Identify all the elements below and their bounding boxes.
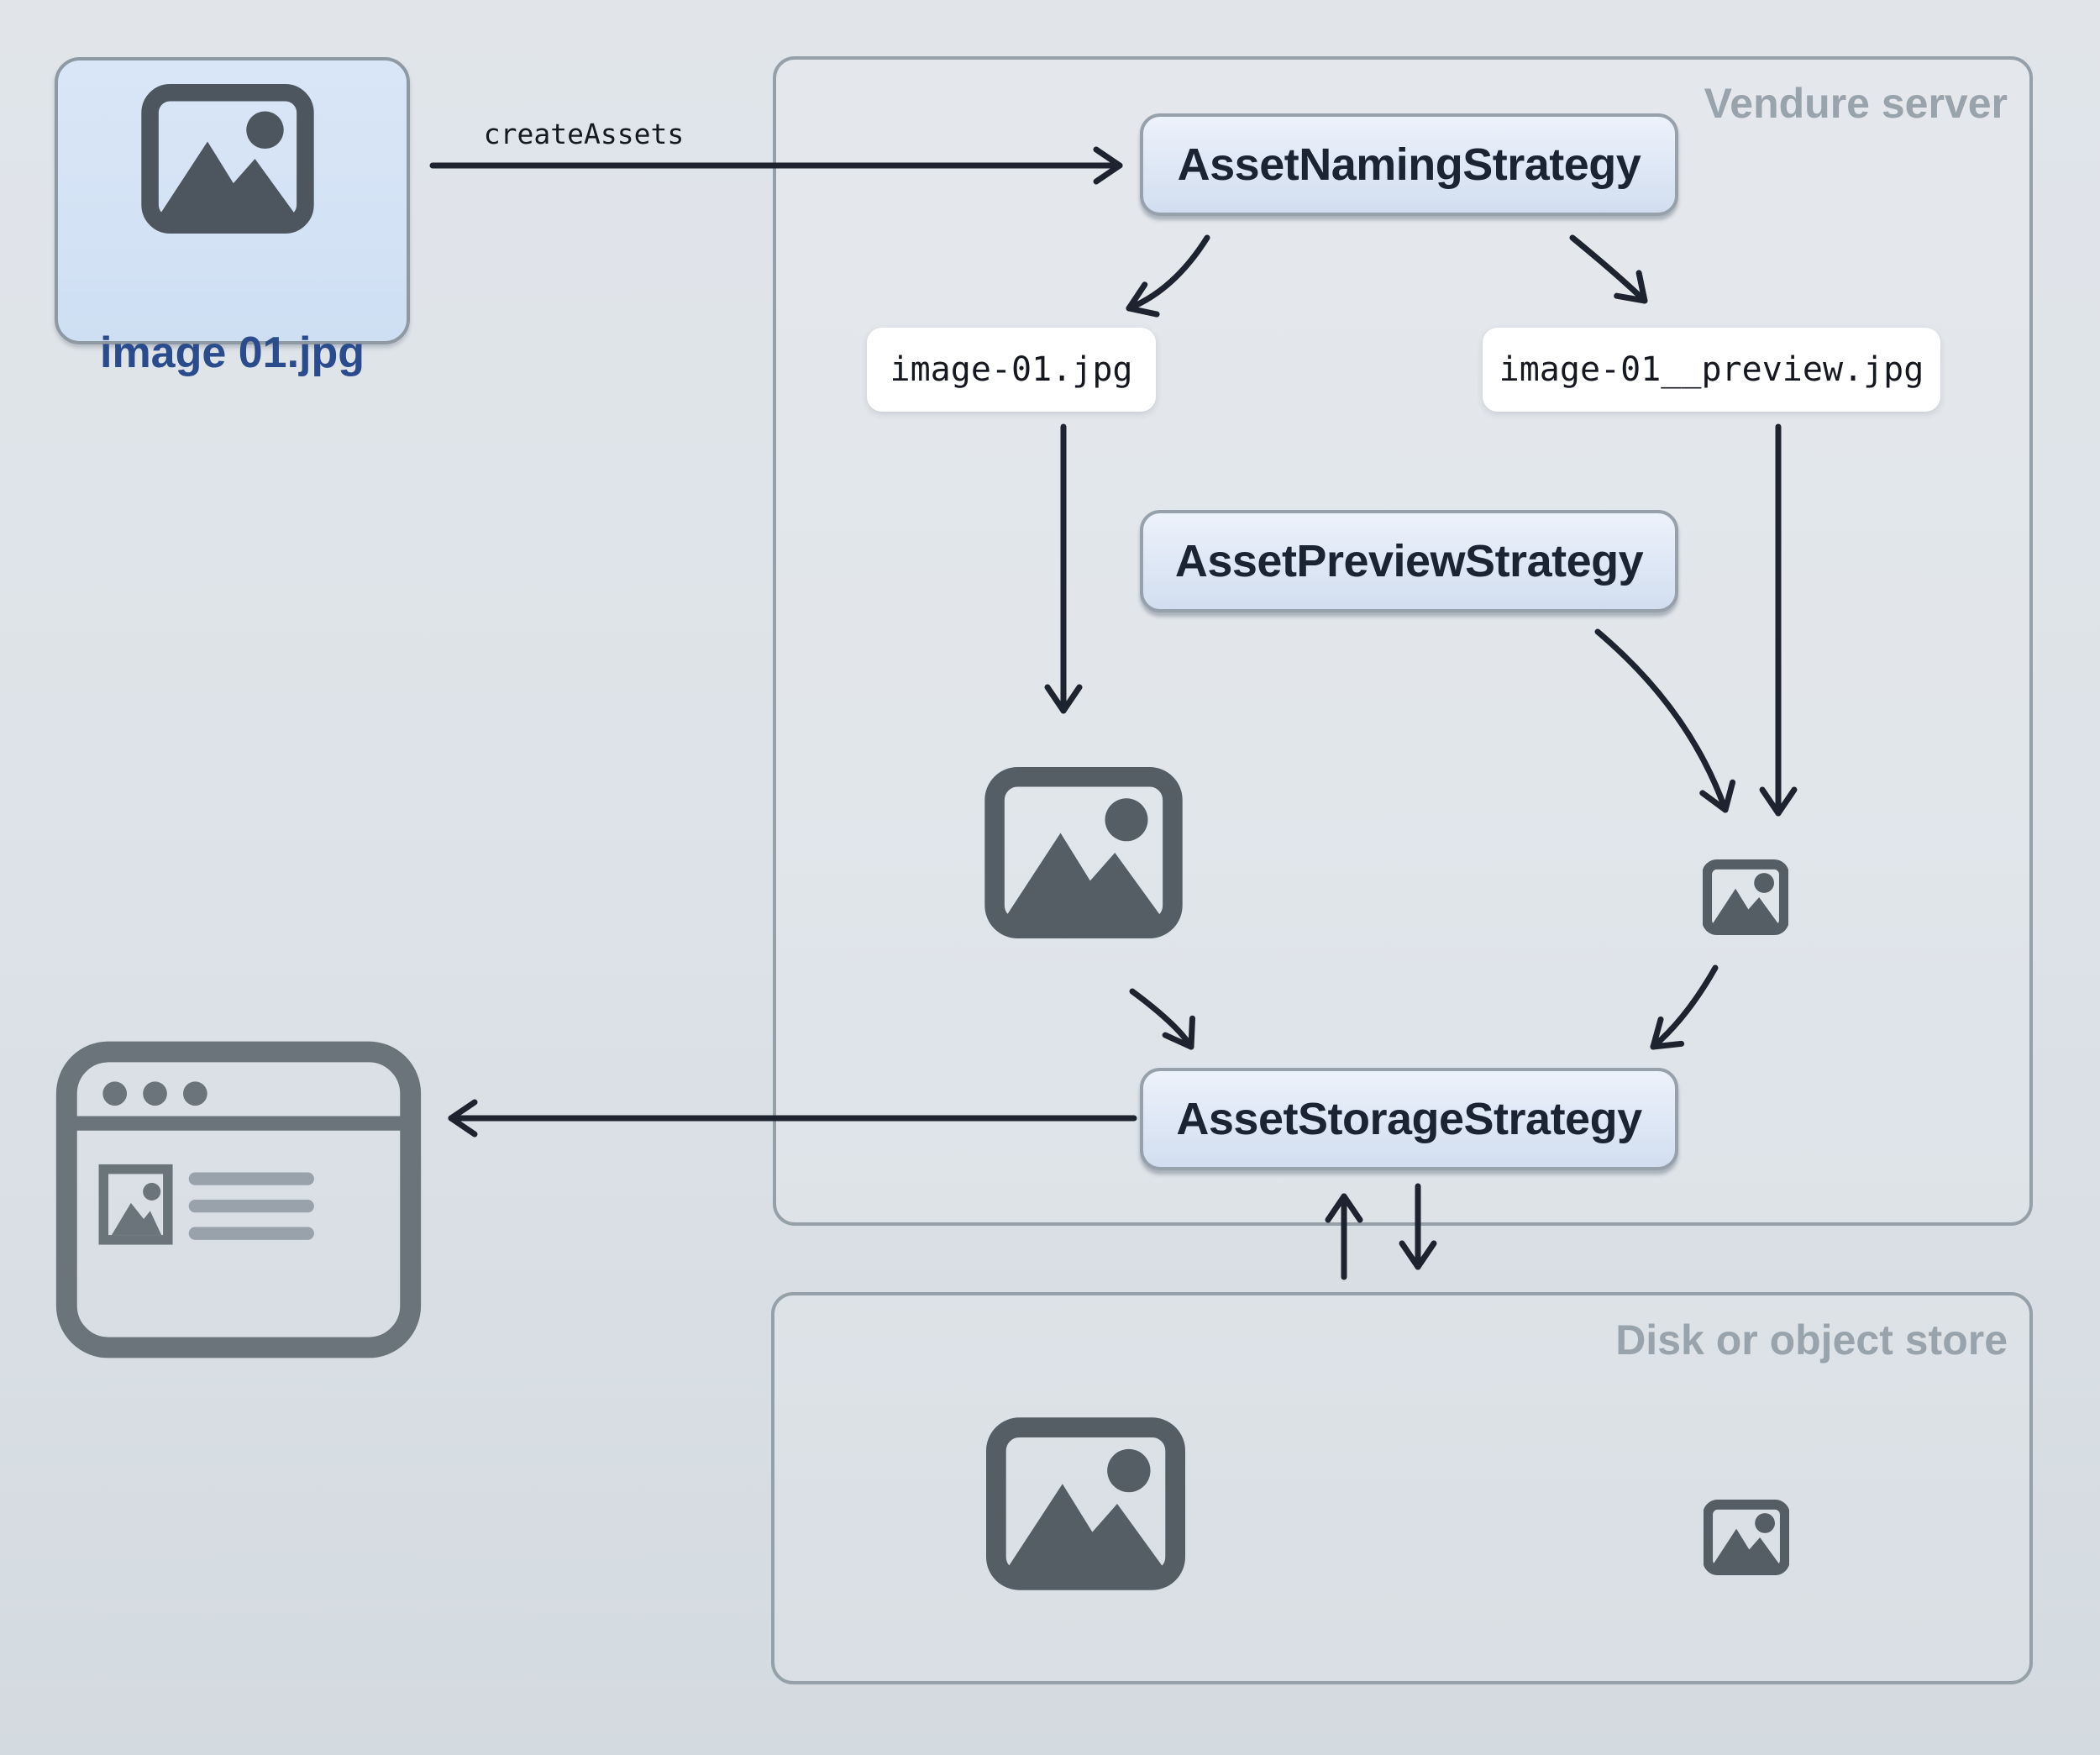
arrow-naming-to-source-filename xyxy=(1126,234,1210,318)
browser-window-icon xyxy=(55,1041,422,1358)
asset-naming-strategy-box: AssetNamingStrategy xyxy=(1140,113,1678,216)
source-filename-badge: image-01.jpg xyxy=(867,328,1156,412)
create-assets-label: createAssets xyxy=(483,118,685,150)
preview-filename-badge: image-01__preview.jpg xyxy=(1483,328,1940,412)
source-image-card: image 01.jpg xyxy=(55,57,410,377)
image-icon xyxy=(1703,859,1788,936)
image-icon xyxy=(98,1164,173,1245)
disk-store-title: Disk or object store xyxy=(1615,1316,2008,1364)
vendure-server-container xyxy=(773,56,2033,1226)
image-icon xyxy=(141,84,314,234)
arrow-image-to-storage xyxy=(1129,988,1195,1050)
vendure-server-title: Vendure server xyxy=(1704,80,2008,127)
asset-storage-strategy-box: AssetStorageStrategy xyxy=(1140,1068,1678,1170)
image-icon xyxy=(984,767,1183,938)
arrow-naming-to-preview-filename xyxy=(1569,234,1648,304)
source-image-filename: image 01.jpg xyxy=(100,328,365,377)
image-icon xyxy=(1704,1500,1789,1575)
disk-store-container xyxy=(771,1292,2033,1684)
image-icon xyxy=(986,1417,1185,1590)
asset-preview-strategy-box: AssetPreviewStrategy xyxy=(1140,510,1678,612)
arrow-preview-image-to-storage xyxy=(1650,964,1719,1050)
arrow-preview-strategy-to-preview-image xyxy=(1594,628,1736,813)
